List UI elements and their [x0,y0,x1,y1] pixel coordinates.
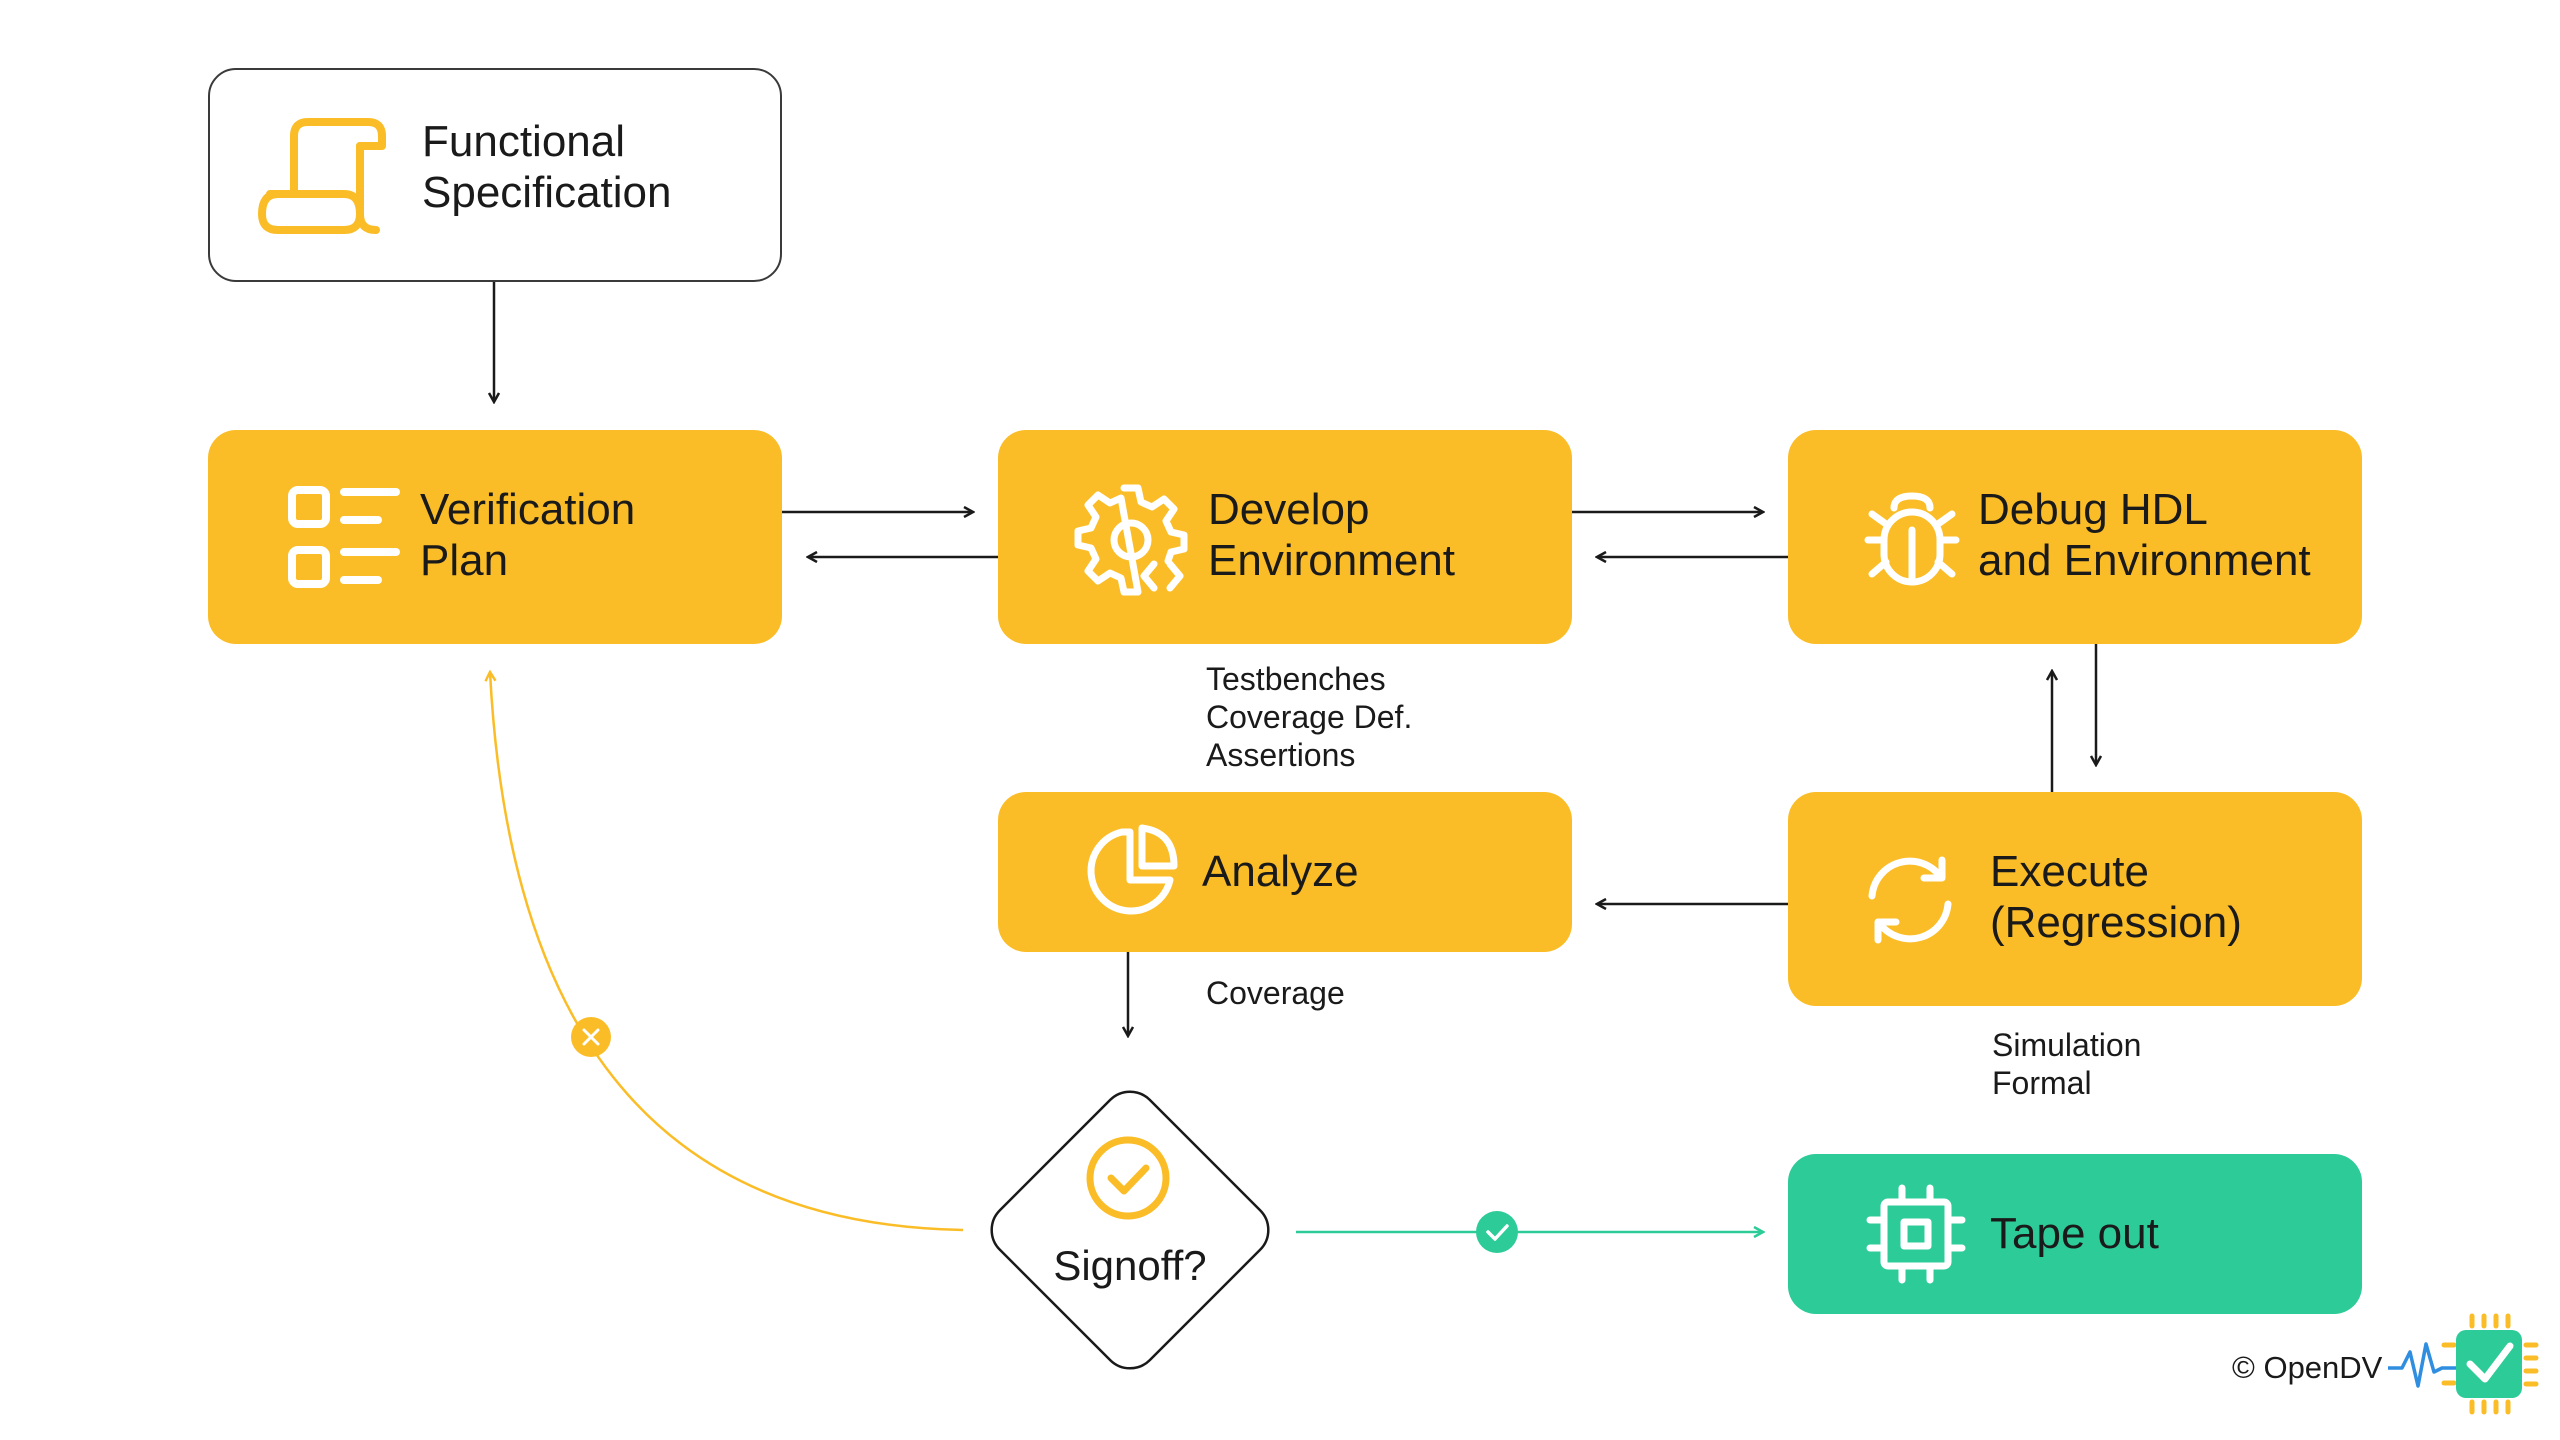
develop-env-node: Develop Environment [998,430,1572,644]
opendv-logo-icon [2388,1313,2539,1415]
signoff-label: Signoff? [1053,1242,1207,1289]
refresh-icon [1868,856,1952,944]
arrow-signoff-fail-to-plan [490,672,964,1232]
execute-label: Execute (Regression) [1990,847,2242,947]
fail-marker-icon [571,1017,611,1057]
tapeout-node: Tape out [1788,1154,2362,1314]
verification-plan-node: Verification Plan [208,430,782,644]
pass-marker-icon [1476,1211,1518,1253]
check-circle-icon [1086,1136,1170,1220]
develop-env-label: Develop Environment [1208,485,1456,585]
debug-label: Debug HDL and Environment [1978,485,2311,585]
pie-chart-icon [1087,824,1178,915]
functional-spec-node: Functional Specification [208,68,782,282]
chip-icon [1866,1184,1966,1284]
develop-outputs-note: Testbenches Coverage Def. Assertions [1206,661,1413,773]
copyright-text: © OpenDV [2232,1350,2383,1385]
bug-icon [1864,492,1960,586]
signoff-diamond [990,1090,1270,1370]
analyze-outputs-note: Coverage [1206,975,1345,1011]
tapeout-label: Tape out [1990,1209,2159,1258]
gear-code-icon [1074,484,1188,596]
debug-node: Debug HDL and Environment [1788,430,2362,644]
scroll-icon [258,118,386,234]
analyze-node: Analyze [998,792,1572,952]
execute-outputs-note: Simulation Formal [1992,1027,2142,1101]
analyze-label: Analyze [1202,847,1359,896]
functional-spec-label: Functional Specification [422,117,672,217]
verification-plan-label: Verification Plan [420,485,636,585]
checklist-icon [288,486,400,588]
execute-node: Execute (Regression) [1788,792,2362,1006]
